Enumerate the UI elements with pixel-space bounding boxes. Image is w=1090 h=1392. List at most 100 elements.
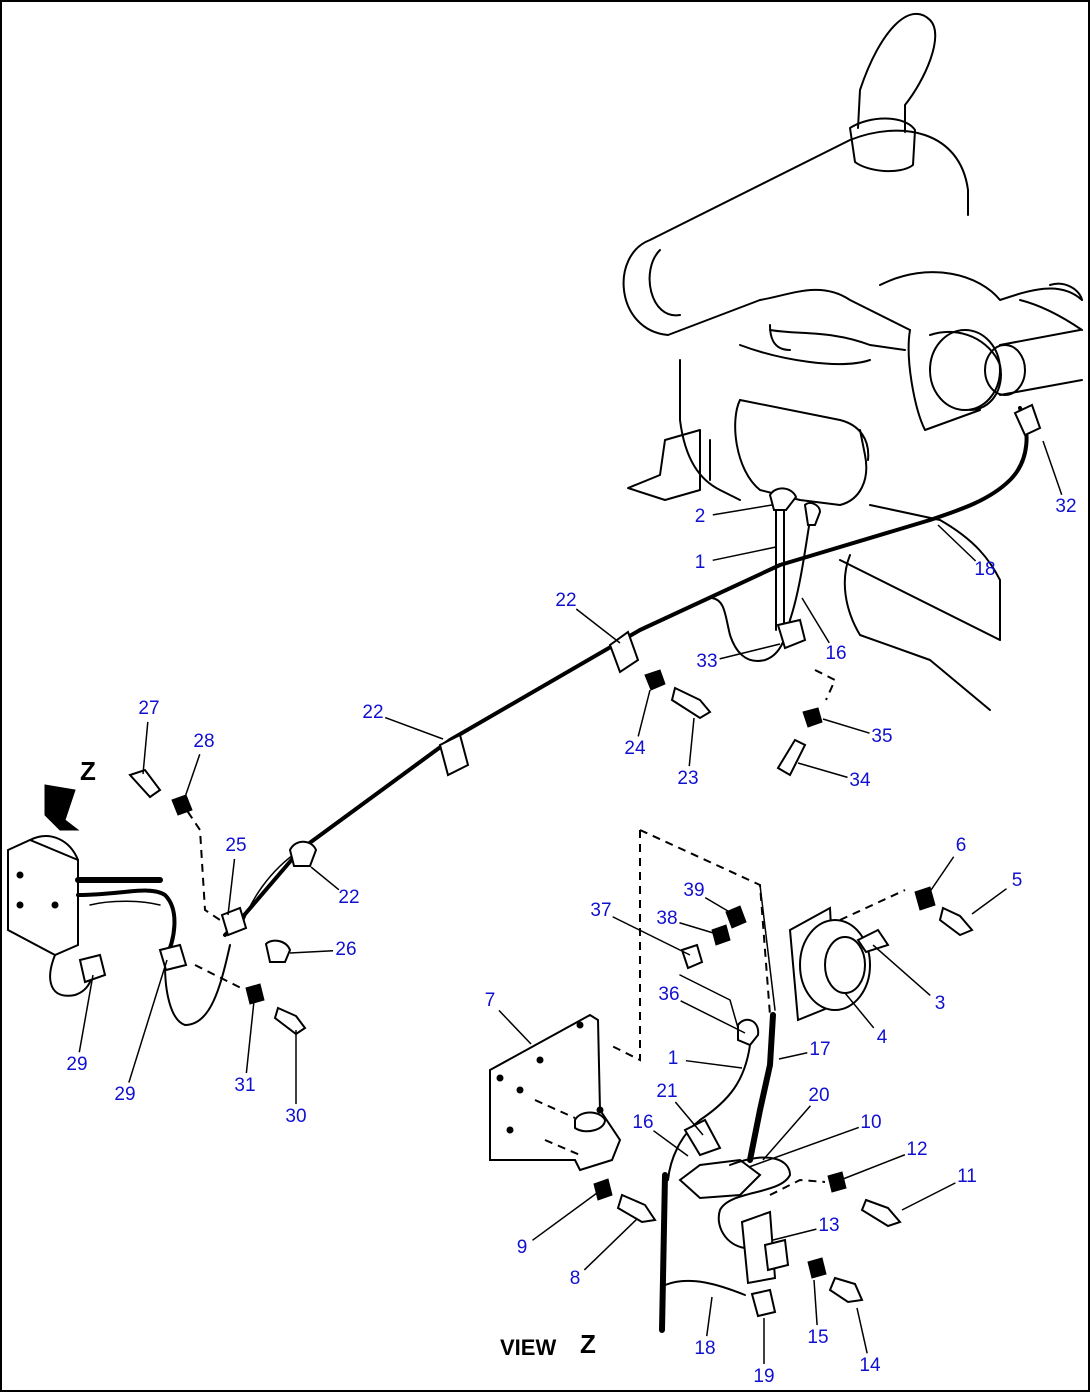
callout-c28: 28 xyxy=(183,731,215,801)
leader-line xyxy=(227,858,236,916)
callout-number: 20 xyxy=(808,1085,829,1106)
callout-number: 4 xyxy=(877,1027,888,1048)
leader-line xyxy=(612,916,691,956)
callout-number: 29 xyxy=(66,1054,87,1075)
sender-wire xyxy=(711,519,811,662)
callout-number: 13 xyxy=(818,1215,839,1236)
leader-line xyxy=(712,546,777,562)
callout-number: 2 xyxy=(695,506,706,527)
callout-c16b: 16 xyxy=(632,1112,689,1157)
leader-line xyxy=(704,896,739,918)
horn-assembly xyxy=(7,799,231,1026)
leader-line xyxy=(532,1192,598,1241)
leader-line xyxy=(142,721,149,775)
leader-line xyxy=(801,597,830,644)
callout-number: 10 xyxy=(860,1112,881,1133)
harness-clamps xyxy=(288,403,1042,867)
callout-c12: 12 xyxy=(842,1139,928,1180)
callout-c39: 39 xyxy=(683,880,739,918)
callout-number: 25 xyxy=(225,835,246,856)
callout-number: 19 xyxy=(753,1366,774,1387)
callout-c16a: 16 xyxy=(801,597,847,664)
callout-number: 26 xyxy=(335,939,356,960)
view-z-arrow: Z xyxy=(44,756,96,831)
callout-number: 1 xyxy=(695,552,706,573)
callout-number: 36 xyxy=(658,984,679,1005)
callout-number: 32 xyxy=(1055,496,1076,517)
engine-block xyxy=(679,359,868,506)
callout-c35: 35 xyxy=(822,718,893,747)
callout-c22b: 22 xyxy=(362,702,444,740)
leader-line xyxy=(183,754,201,801)
leader-line xyxy=(748,1126,860,1168)
leader-line xyxy=(705,1296,713,1337)
callout-c21: 21 xyxy=(656,1081,704,1136)
callout-c13: 13 xyxy=(772,1215,840,1241)
callout-number: 31 xyxy=(234,1075,255,1096)
callout-number: 38 xyxy=(656,908,677,929)
callout-c27: 27 xyxy=(138,698,160,775)
leader-line xyxy=(813,1279,818,1326)
callout-number: 17 xyxy=(809,1039,830,1060)
leader-line xyxy=(937,524,977,562)
leader-line xyxy=(498,1009,532,1045)
view-letter: Z xyxy=(580,1329,596,1359)
leader-line xyxy=(842,1154,906,1180)
callout-number: 23 xyxy=(677,768,698,789)
callout-number: 14 xyxy=(859,1355,881,1376)
callout-c29b: 29 xyxy=(114,959,168,1105)
callout-number: 12 xyxy=(906,1139,927,1160)
leader-line xyxy=(772,1228,817,1241)
leader-line xyxy=(679,922,721,936)
leader-line xyxy=(384,716,444,740)
leader-line xyxy=(674,1101,704,1136)
callout-c9: 9 xyxy=(517,1192,598,1258)
leader-line xyxy=(637,689,651,737)
leader-line xyxy=(797,762,848,779)
callout-number: 34 xyxy=(849,770,871,791)
muffler-body xyxy=(622,129,969,336)
callout-number: 3 xyxy=(935,993,946,1014)
main-harness xyxy=(223,406,1029,937)
callout-c18a: 18 xyxy=(937,524,996,580)
callout-c26: 26 xyxy=(289,939,357,960)
fasteners-left xyxy=(128,768,307,1036)
callout-number: 33 xyxy=(696,651,717,672)
callout-c18b: 18 xyxy=(694,1296,716,1359)
callout-c10: 10 xyxy=(748,1112,882,1168)
exhaust-stack xyxy=(857,13,937,133)
callout-c6: 6 xyxy=(928,835,966,894)
callout-c22a: 22 xyxy=(555,590,621,644)
callout-number: 28 xyxy=(193,731,214,752)
callout-c19: 19 xyxy=(753,1318,775,1387)
callout-c31: 31 xyxy=(234,1000,256,1096)
callout-number: 11 xyxy=(957,1166,977,1187)
callout-number: 1 xyxy=(668,1048,679,1069)
leader-line xyxy=(78,974,94,1053)
callout-c1a: 1 xyxy=(695,546,777,573)
leader-line xyxy=(1042,440,1063,495)
callout-c29a: 29 xyxy=(66,974,94,1075)
callout-number: 21 xyxy=(656,1081,677,1102)
leader-line xyxy=(583,1218,638,1271)
callout-number: 24 xyxy=(624,738,646,759)
leader-line xyxy=(289,949,334,954)
leader-line xyxy=(712,504,773,516)
callout-c22c: 22 xyxy=(310,866,360,908)
mounting-bracket xyxy=(489,1013,622,1172)
leader-line xyxy=(872,944,931,996)
callout-number: 30 xyxy=(285,1106,306,1127)
leader-line xyxy=(901,1182,956,1211)
exhaust-pipe xyxy=(759,288,911,351)
leader-line xyxy=(575,608,621,644)
callout-c36: 36 xyxy=(658,984,746,1034)
leader-line xyxy=(778,1052,808,1060)
fasteners-top xyxy=(644,669,823,777)
callout-c4: 4 xyxy=(844,992,888,1048)
callout-number: 9 xyxy=(517,1237,528,1258)
callout-c2: 2 xyxy=(695,504,773,527)
leader-line xyxy=(310,866,340,891)
view-z-detail: VIEW Z xyxy=(489,829,974,1360)
